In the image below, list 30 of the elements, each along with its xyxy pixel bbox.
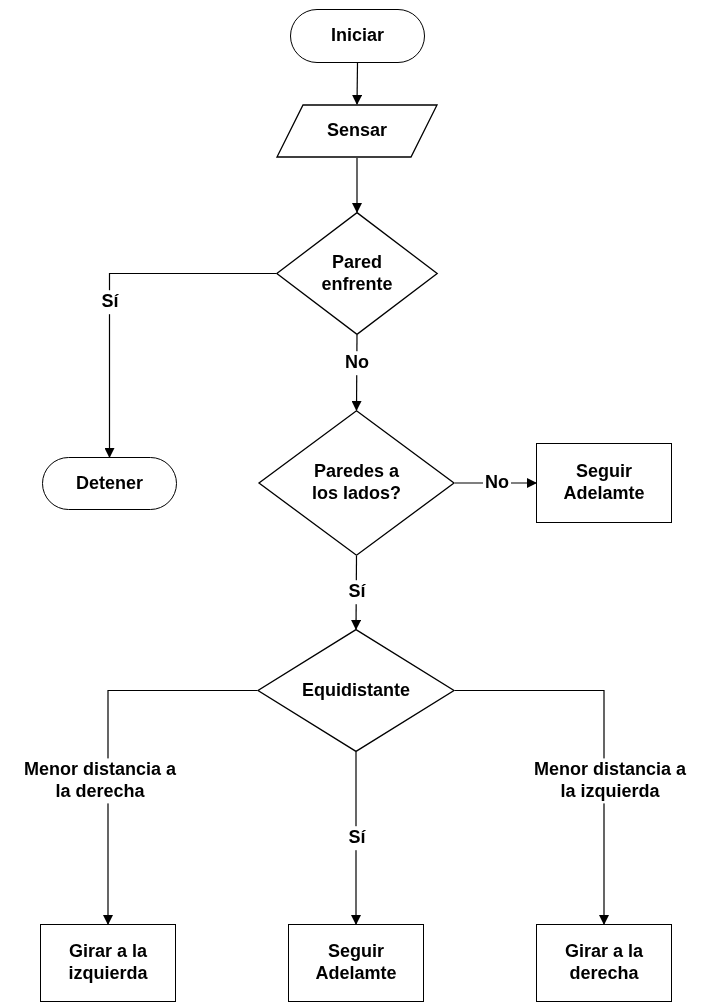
arrow <box>103 689 258 925</box>
edge-label: Sí <box>346 580 368 604</box>
arrow <box>454 689 609 925</box>
step-label: Equidistante <box>302 679 410 702</box>
edge-label: Sí <box>99 290 121 314</box>
process-box <box>536 443 672 523</box>
decision-diamond <box>257 629 455 752</box>
decision-diamond <box>258 410 455 556</box>
step-label: Pared enfrente <box>320 251 394 296</box>
step-label: Sensar <box>326 120 387 142</box>
edge-label: No <box>343 351 371 375</box>
process-box <box>288 924 424 1002</box>
step-label: Iniciar <box>331 25 384 47</box>
process-box <box>40 924 176 1002</box>
step-label: Detener <box>76 472 143 495</box>
edge-label: Sí <box>346 826 368 850</box>
decision-diamond <box>276 212 438 335</box>
arrow <box>351 751 361 925</box>
input-output-shape <box>276 104 438 158</box>
process-box <box>536 924 672 1002</box>
arrow <box>352 62 363 105</box>
terminal-shape <box>290 9 425 63</box>
arrow <box>104 272 277 458</box>
step-label: Girar a la derecha <box>563 941 644 985</box>
arrow <box>352 157 362 213</box>
step-label: Girar a la izquierda <box>67 941 149 985</box>
step-label: Paredes a los lados? <box>311 461 402 505</box>
terminal-shape <box>42 457 177 510</box>
step-label: Seguir Adelamte <box>562 461 646 505</box>
step-label: Seguir Adelamte <box>314 941 398 985</box>
